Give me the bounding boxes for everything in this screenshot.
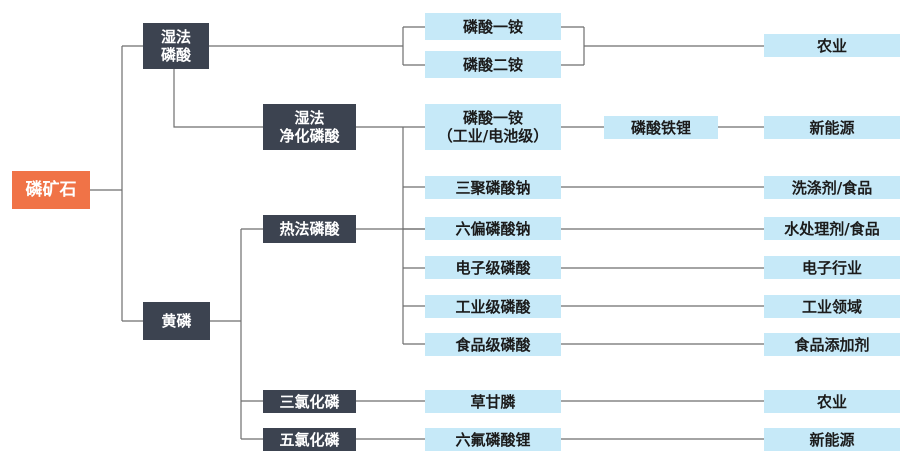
node-thermal-phosphoric-acid: 热法磷酸 bbox=[263, 215, 356, 243]
node-sodium-tripolyphosphate: 三聚磷酸钠 bbox=[425, 176, 561, 199]
node-end-industry: 工业领域 bbox=[764, 295, 900, 318]
node-end-agriculture-2: 农业 bbox=[764, 390, 900, 413]
node-wet-process-phosphoric-acid: 湿法 磷酸 bbox=[143, 23, 209, 69]
node-end-detergent-food: 洗涤剂/食品 bbox=[764, 176, 900, 199]
node-electronic-grade-phosphoric-acid: 电子级磷酸 bbox=[425, 256, 561, 279]
node-end-water-treatment-food: 水处理剂/食品 bbox=[764, 217, 900, 240]
node-monoammonium-phosphate: 磷酸一铵 bbox=[425, 13, 561, 40]
node-food-grade-phosphoric-acid: 食品级磷酸 bbox=[425, 333, 561, 356]
node-phosphorus-trichloride: 三氯化磷 bbox=[263, 390, 356, 413]
node-industrial-grade-phosphoric-acid: 工业级磷酸 bbox=[425, 295, 561, 318]
node-sodium-hexametaphosphate: 六偏磷酸钠 bbox=[425, 217, 561, 240]
node-phosphorus-pentachloride: 五氯化磷 bbox=[263, 428, 356, 451]
node-end-new-energy-2: 新能源 bbox=[764, 428, 900, 451]
node-glyphosate: 草甘膦 bbox=[425, 390, 561, 413]
node-monoammonium-phosphate-industrial: 磷酸一铵 （工业/电池级） bbox=[425, 104, 561, 150]
node-lithium-iron-phosphate: 磷酸铁锂 bbox=[604, 116, 718, 139]
node-end-food-additive: 食品添加剂 bbox=[764, 333, 900, 356]
node-end-new-energy: 新能源 bbox=[764, 116, 900, 139]
node-lithium-hexafluorophosphate: 六氟磷酸锂 bbox=[425, 428, 561, 451]
node-end-agriculture: 农业 bbox=[764, 34, 900, 57]
node-yellow-phosphorus: 黄磷 bbox=[143, 302, 210, 340]
node-wet-purified-phosphoric-acid: 湿法 净化磷酸 bbox=[263, 104, 356, 150]
node-diammonium-phosphate: 磷酸二铵 bbox=[425, 51, 561, 78]
node-end-electronics: 电子行业 bbox=[764, 256, 900, 279]
node-phosphate-rock: 磷矿石 bbox=[12, 171, 90, 209]
